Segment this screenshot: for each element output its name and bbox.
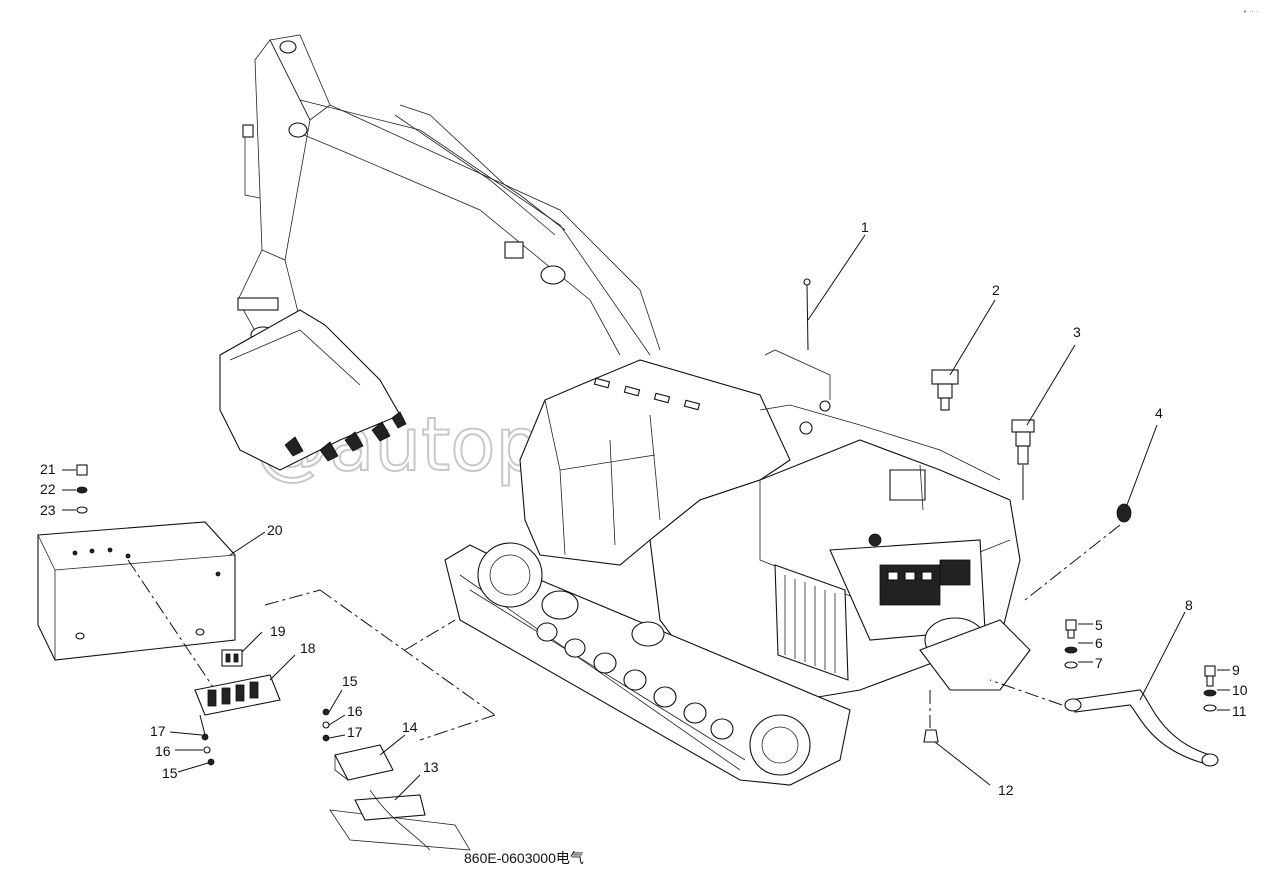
callout-9: 9	[1232, 662, 1240, 678]
callout-15-center: 15	[342, 673, 358, 689]
callout-3: 3	[1073, 324, 1081, 340]
callout-labels: 1 2 3 4 5 6 7 8 9 10 11 12 13 14 15 16 1…	[40, 219, 1248, 798]
leader-dash-box	[264, 589, 321, 606]
callout-15-left: 15	[162, 765, 178, 781]
callout-17-left: 17	[150, 723, 166, 739]
callout-14: 14	[402, 719, 418, 735]
callout-21: 21	[40, 461, 56, 477]
callout-23: 23	[40, 502, 56, 518]
callout-5: 5	[1095, 617, 1103, 633]
callout-13: 13	[423, 759, 439, 775]
part-14-module	[334, 734, 406, 781]
part-18-fuse-block	[194, 654, 296, 716]
fastener-stack-9-11	[1203, 665, 1230, 712]
callout-1: 1	[861, 219, 869, 235]
callout-19: 19	[270, 623, 286, 639]
callout-6: 6	[1095, 635, 1103, 651]
callout-16-center: 16	[347, 703, 363, 719]
part-4-plug	[1024, 424, 1158, 601]
fastener-stack-15-17-left	[169, 714, 215, 773]
leader-dash-box-3	[419, 714, 496, 741]
undercarriage	[444, 542, 1031, 786]
leader-dash-track	[404, 619, 456, 651]
part-3-sensor	[1011, 344, 1076, 500]
leader-dash-box-2	[319, 589, 496, 716]
callout-2: 2	[992, 282, 1000, 298]
part-2-sensor	[931, 299, 996, 411]
callout-18: 18	[300, 640, 316, 656]
drawing-caption: 860E-0603000电气	[464, 850, 584, 866]
part-19-relay	[221, 631, 263, 667]
callout-4: 4	[1155, 405, 1163, 421]
fastener-stack-21-23	[62, 464, 88, 514]
part-13-base	[329, 774, 471, 851]
callout-20: 20	[267, 522, 283, 538]
callout-11: 11	[1232, 703, 1247, 719]
part-20-box	[37, 521, 266, 691]
callout-8: 8	[1185, 597, 1193, 613]
callout-22: 22	[40, 481, 56, 497]
callout-10: 10	[1232, 682, 1248, 698]
excavator-boom-arm	[237, 34, 661, 356]
fastener-stack-5-7	[1064, 619, 1093, 669]
fastener-stack-15-17-center	[322, 689, 346, 742]
part-12-plug	[923, 690, 991, 786]
part-1-dipstick	[803, 234, 866, 351]
callout-16-left: 16	[155, 743, 171, 759]
callout-17-center: 17	[347, 724, 363, 740]
callout-12: 12	[998, 782, 1014, 798]
part-8-pipe	[989, 611, 1219, 767]
bucket	[219, 309, 407, 471]
callout-7: 7	[1095, 655, 1103, 671]
corner-mark: • ·· ·	[1243, 8, 1258, 16]
